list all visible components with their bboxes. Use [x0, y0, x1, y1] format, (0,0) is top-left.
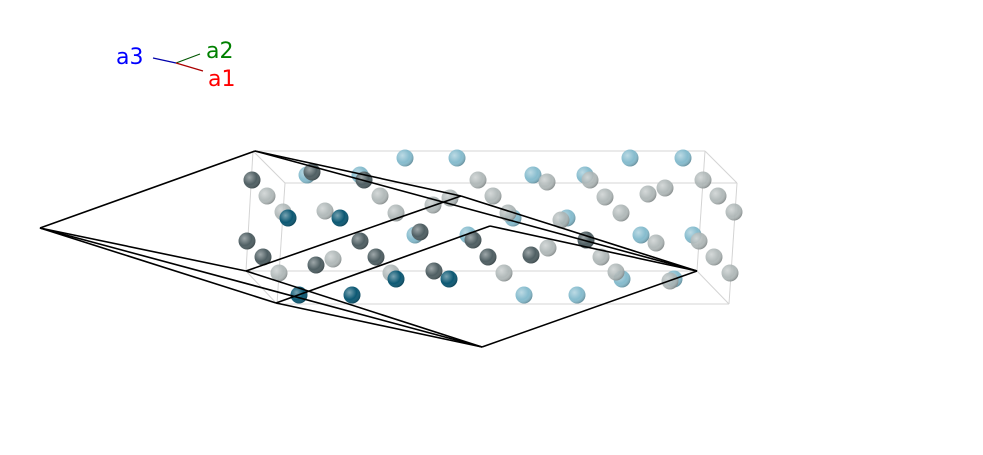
- atom-shading: [577, 231, 595, 249]
- atom-shading: [324, 250, 342, 268]
- atom-shading: [639, 185, 657, 203]
- atom-shading: [479, 248, 497, 266]
- a2-axis-label: a2: [206, 39, 234, 64]
- atom-shading: [524, 166, 542, 184]
- a3-axis-label: a3: [116, 45, 144, 70]
- atom-shading: [674, 149, 692, 167]
- atom-shading: [270, 264, 288, 282]
- atom-shading: [440, 270, 458, 288]
- atom-shading: [396, 149, 414, 167]
- cell-edge: [39, 227, 247, 272]
- atom-shading: [607, 263, 625, 281]
- cell-edge: [39, 227, 277, 304]
- atom-shading: [469, 171, 487, 189]
- box-edge: [696, 150, 706, 272]
- atom-shading: [495, 264, 513, 282]
- cell-edge: [275, 225, 491, 304]
- atom-shading: [515, 286, 533, 304]
- atom-shading: [464, 231, 482, 249]
- atom-shading: [596, 188, 614, 206]
- atom-shading: [725, 203, 743, 221]
- atom-shading: [690, 232, 708, 250]
- cell-edge: [254, 150, 698, 272]
- atom-shading: [411, 223, 429, 241]
- atom-shading: [279, 209, 297, 227]
- box-edge: [245, 150, 254, 272]
- atom-shading: [552, 211, 570, 229]
- atom-shading: [656, 179, 674, 197]
- atom-shading: [484, 187, 502, 205]
- cell-edge: [460, 195, 698, 272]
- atom-shading: [539, 239, 557, 257]
- atom-shading: [343, 286, 361, 304]
- atom-shading: [647, 234, 665, 252]
- atom-shading: [387, 270, 405, 288]
- atom-shading: [522, 246, 540, 264]
- cell-edge: [39, 150, 256, 229]
- unit-cell-outline: [39, 150, 698, 348]
- atoms: [238, 149, 743, 304]
- cell-edge: [245, 195, 462, 272]
- atom-shading: [307, 256, 325, 274]
- atom-shading: [448, 149, 466, 167]
- a1-axis-line: [175, 62, 204, 72]
- box-edge: [252, 150, 286, 184]
- box-edge: [696, 270, 730, 305]
- atom-shading: [351, 232, 369, 250]
- atom-shading: [694, 171, 712, 189]
- a1-axis-label: a1: [208, 67, 236, 92]
- cell-edge: [489, 225, 698, 272]
- atom-shading: [425, 262, 443, 280]
- cell-edge: [245, 270, 483, 348]
- cell-edge: [39, 227, 483, 348]
- cell-edge: [275, 302, 483, 348]
- cell-edge: [254, 150, 462, 197]
- a3-axis-line: [152, 57, 177, 64]
- atom-shading: [709, 187, 727, 205]
- axis-triad: [152, 53, 204, 72]
- atom-shading: [632, 226, 650, 244]
- atom-shading: [581, 171, 599, 189]
- atom-shading: [254, 248, 272, 266]
- atom-shading: [331, 209, 349, 227]
- atom-shading: [538, 173, 556, 191]
- atom-shading: [243, 171, 261, 189]
- atom-shading: [621, 149, 639, 167]
- cell-edge: [481, 270, 698, 348]
- box-edge: [704, 150, 738, 184]
- a2-axis-line: [175, 53, 201, 64]
- atom-shading: [705, 248, 723, 266]
- atom-shading: [721, 264, 739, 282]
- atom-shading: [258, 187, 276, 205]
- atom-shading: [592, 248, 610, 266]
- box-edge: [276, 182, 286, 305]
- atom-shading: [568, 286, 586, 304]
- atom-shading: [367, 248, 385, 266]
- atom-shading: [238, 232, 256, 250]
- atom-shading: [371, 187, 389, 205]
- box-edge: [728, 182, 738, 305]
- atom-shading: [316, 202, 334, 220]
- atom-shading: [612, 204, 630, 222]
